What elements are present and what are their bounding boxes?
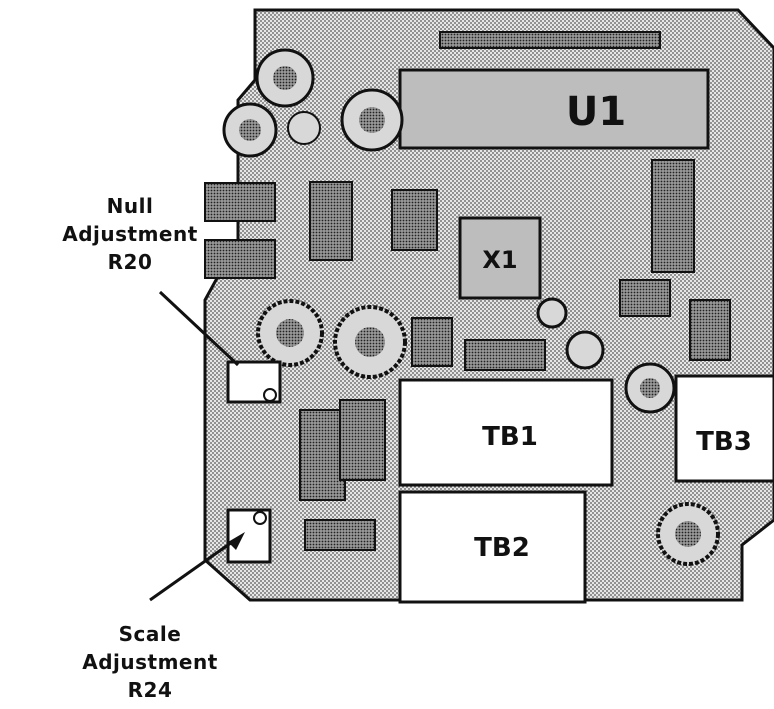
null-leader-line bbox=[158, 290, 240, 367]
scale-callout-line3: R24 bbox=[127, 678, 173, 702]
x1-label: X1 bbox=[482, 246, 517, 274]
small-chip-9 bbox=[304, 519, 376, 551]
u1-label: U1 bbox=[566, 89, 626, 135]
u1-chip: U1 bbox=[398, 68, 710, 150]
tb3-label: TB3 bbox=[696, 427, 752, 457]
round-component-8 bbox=[565, 330, 605, 370]
round-component-6 bbox=[333, 305, 407, 379]
small-chip-1 bbox=[391, 189, 438, 251]
null-callout-line2: Adjustment bbox=[62, 222, 198, 246]
resistor-block-1 bbox=[204, 182, 276, 222]
round-component-4 bbox=[287, 111, 321, 145]
round-component-9 bbox=[624, 362, 676, 414]
resistor-block-2 bbox=[204, 239, 276, 279]
terminal-block-tb3: TB3 bbox=[674, 374, 774, 483]
small-chip-3 bbox=[619, 279, 671, 317]
round-component-1 bbox=[255, 48, 315, 108]
null-callout-line1: Null bbox=[106, 194, 154, 218]
r20-trimpot bbox=[226, 360, 282, 404]
scale-callout-line1: Scale bbox=[118, 622, 182, 646]
null-adjustment-callout: Null Adjustment R20 bbox=[60, 192, 200, 276]
null-callout-line3: R20 bbox=[107, 250, 153, 274]
round-component-7 bbox=[536, 297, 568, 329]
tb1-label: TB1 bbox=[482, 422, 538, 452]
x1-crystal: X1 bbox=[458, 216, 542, 300]
scale-callout-line2: Adjustment bbox=[82, 650, 218, 674]
tb2-label: TB2 bbox=[474, 533, 530, 563]
round-component-5 bbox=[256, 299, 324, 367]
header-strip bbox=[439, 31, 661, 49]
scale-leader-line bbox=[149, 538, 236, 602]
small-chip-8 bbox=[339, 399, 386, 481]
scale-adjustment-callout: Scale Adjustment R24 bbox=[80, 620, 220, 704]
scale-arrowhead bbox=[228, 532, 245, 550]
round-component-3 bbox=[340, 88, 404, 152]
small-chip-4 bbox=[689, 299, 731, 361]
terminal-block-tb2: TB2 bbox=[398, 490, 587, 604]
vertical-component bbox=[309, 181, 353, 261]
small-chip-7 bbox=[299, 409, 346, 501]
small-chip-2 bbox=[651, 159, 695, 273]
r24-trimpot bbox=[226, 508, 272, 564]
small-chip-5 bbox=[464, 339, 546, 371]
terminal-block-tb1: TB1 bbox=[398, 378, 614, 487]
small-chip-6 bbox=[411, 317, 453, 367]
round-component-2 bbox=[222, 102, 278, 158]
round-component-10 bbox=[656, 502, 720, 566]
